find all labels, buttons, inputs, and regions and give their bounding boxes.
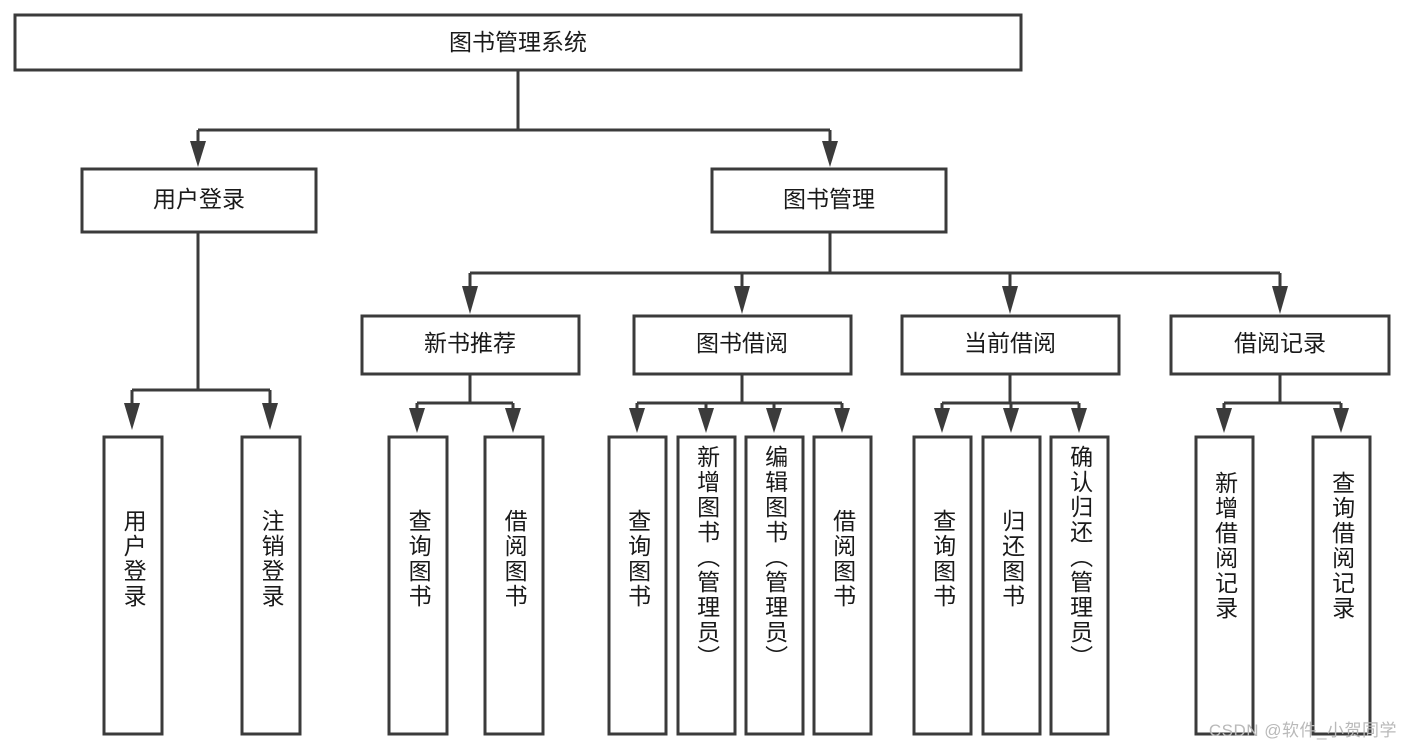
connector-group-book-management xyxy=(462,233,1288,314)
connector-group-new-book-recommend xyxy=(409,375,521,433)
arrow-bb-leaf-2 xyxy=(698,408,714,433)
leaf-box-return-book[interactable] xyxy=(981,435,1042,736)
leaf-box-logout-login[interactable] xyxy=(240,435,302,736)
node-current-borrow-label: 当前借阅 xyxy=(964,330,1056,356)
leaf-box-query-book-3[interactable] xyxy=(912,435,973,736)
leaf-box-edit-book[interactable] xyxy=(744,435,805,736)
node-new-book-recommend-label: 新书推荐 xyxy=(424,330,516,356)
leaf-box-borrow-book-1[interactable] xyxy=(483,435,545,736)
csdn-watermark: CSDN @软件_小贺同学 xyxy=(1208,721,1397,740)
arrow-bm-to-borrow-record xyxy=(1272,286,1288,314)
leaf-box-add-borrow-record[interactable] xyxy=(1194,435,1255,736)
node-book-borrow-label: 图书借阅 xyxy=(696,330,788,356)
arrow-bb-leaf-1 xyxy=(629,408,645,433)
node-user-login-box[interactable] xyxy=(80,167,318,234)
node-borrow-record-label: 借阅记录 xyxy=(1234,330,1326,356)
node-book-borrow-box[interactable] xyxy=(632,314,853,376)
arrow-bm-to-book-borrow xyxy=(734,286,750,314)
arrow-cb-leaf-2 xyxy=(1003,408,1019,433)
leaf-box-add-book[interactable] xyxy=(676,435,737,736)
node-borrow-record[interactable]: 借阅记录 xyxy=(1169,314,1391,376)
node-book-management-label: 图书管理 xyxy=(783,186,875,212)
leaf-box-query-borrow-record[interactable] xyxy=(1311,435,1372,736)
node-borrow-record-box[interactable] xyxy=(1169,314,1391,376)
connector-group-borrow-record xyxy=(1216,375,1349,433)
node-title-box[interactable] xyxy=(13,13,1023,72)
arrow-cb-leaf-3 xyxy=(1071,408,1087,433)
node-book-management-box[interactable] xyxy=(710,167,948,234)
leaf-box-query-book-1[interactable] xyxy=(387,435,449,736)
arrow-bm-to-current-borrow xyxy=(1002,286,1018,314)
node-book-borrow[interactable]: 图书借阅 xyxy=(632,314,853,376)
leaf-box-query-book-2[interactable] xyxy=(607,435,668,736)
node-current-borrow-box[interactable] xyxy=(900,314,1121,376)
arrow-cb-leaf-1 xyxy=(934,408,950,433)
node-title-label: 图书管理系统 xyxy=(449,29,587,55)
arrow-bb-leaf-3 xyxy=(766,408,782,433)
leaf-box-borrow-book-2[interactable] xyxy=(812,435,873,736)
node-title[interactable]: 图书管理系统 xyxy=(13,13,1023,72)
arrow-nbr-leaf-2 xyxy=(505,408,521,433)
arrow-br-leaf-2 xyxy=(1333,408,1349,433)
arrow-root-to-user-login xyxy=(190,141,206,167)
node-book-management[interactable]: 图书管理 xyxy=(710,167,948,234)
node-new-book-recommend-box[interactable] xyxy=(360,314,581,376)
connector-group-user-login xyxy=(124,233,278,430)
node-user-login-label: 用户登录 xyxy=(153,186,245,212)
connector-group-root xyxy=(190,71,838,167)
leaf-box-confirm-return[interactable] xyxy=(1049,435,1110,736)
connector-group-book-borrow xyxy=(629,375,850,433)
arrow-br-leaf-1 xyxy=(1216,408,1232,433)
leaf-box-user-login[interactable] xyxy=(102,435,164,736)
arrow-bb-leaf-4 xyxy=(834,408,850,433)
arrow-user-login-leaf-1 xyxy=(124,403,140,430)
arrow-bm-to-new-book-recommend xyxy=(462,286,478,314)
arrow-nbr-leaf-1 xyxy=(409,408,425,433)
node-current-borrow[interactable]: 当前借阅 xyxy=(900,314,1121,376)
arrow-user-login-leaf-2 xyxy=(262,403,278,430)
node-user-login[interactable]: 用户登录 xyxy=(80,167,318,234)
connector-group-current-borrow xyxy=(934,375,1087,433)
arrow-root-to-book-management xyxy=(822,141,838,167)
node-new-book-recommend[interactable]: 新书推荐 xyxy=(360,314,581,376)
leaf-boxes xyxy=(102,435,1372,736)
